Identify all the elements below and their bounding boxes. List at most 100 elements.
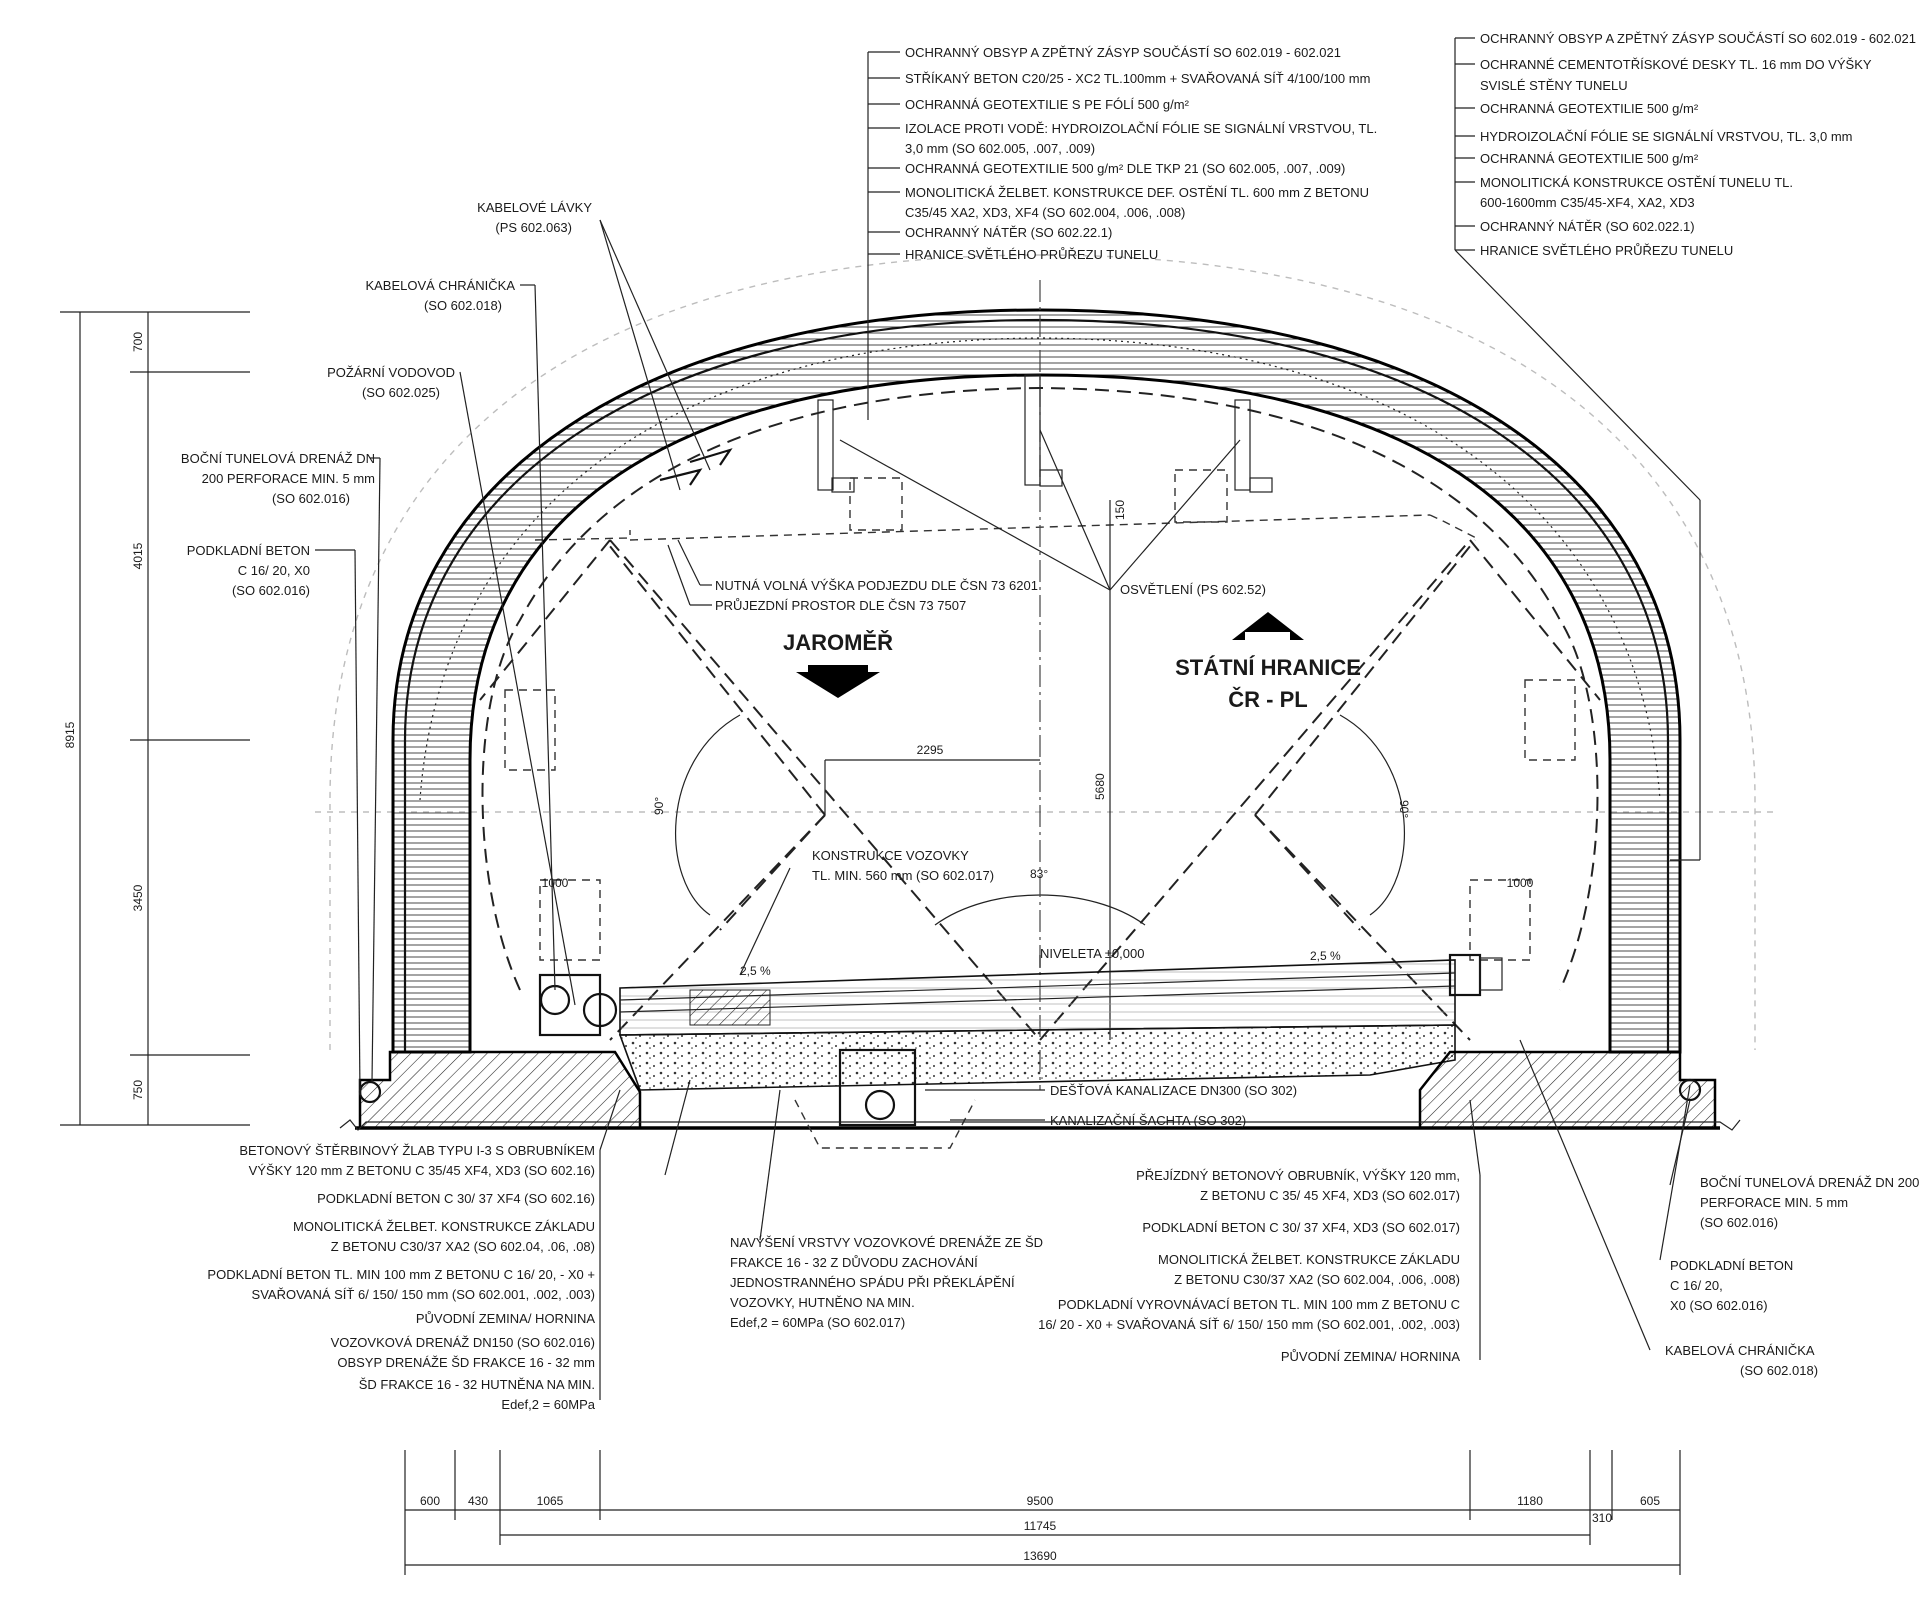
svg-text:9500: 9500 bbox=[1027, 1494, 1054, 1508]
bottom-dim-labels: 600 430 1065 9500 1180 605 310 11745 136… bbox=[420, 1494, 1660, 1563]
drainage-gravel-layer bbox=[618, 1024, 1456, 1091]
svg-text:600: 600 bbox=[420, 1494, 440, 1508]
label-dim-1000-right: 1000 bbox=[1507, 876, 1534, 890]
label-fire-main: POŽÁRNÍ VODOVOD bbox=[327, 365, 455, 380]
diagonal-right-down bbox=[1254, 814, 1361, 931]
svg-text:TL. MIN. 560 mm (SO 602.017): TL. MIN. 560 mm (SO 602.017) bbox=[812, 868, 994, 883]
leaders-bottom bbox=[599, 1039, 1691, 1400]
label-backfill: OCHRANNÝ OBSYP A ZPĚTNÝ ZÁSYP SOUČÁSTÍ S… bbox=[905, 45, 1341, 60]
angle-arc-left bbox=[675, 714, 741, 916]
arrow-up-border bbox=[1232, 612, 1304, 640]
svg-text:310: 310 bbox=[1592, 1511, 1612, 1525]
label-r-membrane: HYDROIZOLAČNÍ FÓLIE SE SIGNÁLNÍ VRSTVOU,… bbox=[1480, 129, 1853, 144]
label-required-headroom: NUTNÁ VOLNÁ VÝŠKA PODJEZDU DLE ČSN 73 62… bbox=[715, 578, 1038, 593]
diagonal-left-down bbox=[719, 814, 826, 931]
label-dim-1000-left: 1000 bbox=[542, 876, 569, 890]
svg-text:11745: 11745 bbox=[1024, 1519, 1057, 1533]
svg-text:JEDNOSTRANNÉHO SPÁDU PŘI PŘEKL: JEDNOSTRANNÉHO SPÁDU PŘI PŘEKLÁPĚNÍ bbox=[730, 1275, 1015, 1290]
label-coating: OCHRANNÝ NÁTĚR (SO 602.22.1) bbox=[905, 225, 1112, 240]
svg-text:MONOLITICKÁ ŽELBET. KONSTRUKCE: MONOLITICKÁ ŽELBET. KONSTRUKCE ZÁKLADU bbox=[293, 1219, 595, 1234]
svg-text:VÝŠKY 120 mm Z BETONU C 35/45: VÝŠKY 120 mm Z BETONU C 35/45 XF4, XD3 (… bbox=[249, 1163, 595, 1178]
label-r-boards-2: SVISLÉ STĚNY TUNELU bbox=[1480, 78, 1628, 93]
svg-text:PERFORACE MIN. 5 mm: PERFORACE MIN. 5 mm bbox=[1700, 1195, 1848, 1210]
label-waterproofing: IZOLACE PROTI VODĚ: HYDROIZOLAČNÍ FÓLIE … bbox=[905, 121, 1377, 136]
angle-arc-right bbox=[1339, 714, 1405, 916]
svg-text:C 16/ 20,: C 16/ 20, bbox=[1670, 1278, 1723, 1293]
foundation-right bbox=[1418, 1050, 1717, 1130]
drain-slot-box bbox=[689, 989, 771, 1026]
leaders-top-right bbox=[1454, 37, 1701, 861]
label-direction-jaromer: JAROMĚŘ bbox=[783, 630, 893, 655]
label-direction-cz-pl: ČR - PL bbox=[1228, 687, 1307, 712]
svg-text:(SO 602.018): (SO 602.018) bbox=[424, 298, 502, 313]
label-base-concrete: PODKLADNÍ BETON bbox=[187, 543, 310, 558]
label-dim-150: 150 bbox=[1113, 500, 1127, 520]
svg-text:200 PERFORACE MIN. 5 mm: 200 PERFORACE MIN. 5 mm bbox=[202, 471, 375, 486]
svg-text:(SO 602.016): (SO 602.016) bbox=[232, 583, 310, 598]
label-angle-right: 90° bbox=[1397, 800, 1411, 818]
svg-text:(SO 602.025): (SO 602.025) bbox=[362, 385, 440, 400]
bottom-right-labels: PŘEJÍZDNÝ BETONOVÝ OBRUBNÍK, VÝŠKY 120 m… bbox=[1038, 1168, 1460, 1364]
svg-text:NAVÝŠENÍ VRSTVY VOZOVKOVÉ DREN: NAVÝŠENÍ VRSTVY VOZOVKOVÉ DRENÁŽE ZE ŠD bbox=[730, 1235, 1043, 1250]
traffic-clearance-diamond bbox=[479, 539, 1601, 1041]
leaders-left bbox=[315, 219, 711, 1096]
label-pavement-construction: KONSTRUKCE VOZOVKY bbox=[812, 848, 969, 863]
svg-text:(SO 602.018): (SO 602.018) bbox=[1740, 1363, 1818, 1378]
svg-text:KABELOVÁ CHRÁNIČKA: KABELOVÁ CHRÁNIČKA bbox=[1665, 1343, 1815, 1358]
svg-text:(SO 602.016): (SO 602.016) bbox=[272, 491, 350, 506]
bottom-center-labels: NAVÝŠENÍ VRSTVY VOZOVKOVÉ DRENÁŽE ZE ŠD … bbox=[730, 1235, 1043, 1330]
label-r-geotextile-2: OCHRANNÁ GEOTEXTILIE 500 g/m² bbox=[1480, 151, 1699, 166]
label-r-clearance: HRANICE SVĚTLÉHO PRŮŘEZU TUNELU bbox=[1480, 243, 1733, 258]
svg-text:PŘEJÍZDNÝ BETONOVÝ OBRUBNÍK, V: PŘEJÍZDNÝ BETONOVÝ OBRUBNÍK, VÝŠKY 120 m… bbox=[1136, 1168, 1460, 1183]
svg-text:(PS 602.063): (PS 602.063) bbox=[495, 220, 572, 235]
leaders-top-center bbox=[867, 51, 900, 420]
svg-text:VOZOVKOVÁ DRENÁŽ DN150 (SO 602: VOZOVKOVÁ DRENÁŽ DN150 (SO 602.016) bbox=[331, 1335, 595, 1350]
svg-text:PODKLADNÍ BETON: PODKLADNÍ BETON bbox=[1670, 1258, 1793, 1273]
svg-text:13690: 13690 bbox=[1023, 1549, 1057, 1563]
label-lining-2: C35/45 XA2, XD3, XF4 (SO 602.004, .006, … bbox=[905, 205, 1185, 220]
left-drain-pipes bbox=[538, 973, 618, 1037]
svg-text:BETONOVÝ ŠTĚRBINOVÝ ŽLAB TYPU: BETONOVÝ ŠTĚRBINOVÝ ŽLAB TYPU I-3 S OBRU… bbox=[239, 1143, 595, 1158]
svg-text:PODKLADNÍ BETON TL. MIN 100 mm: PODKLADNÍ BETON TL. MIN 100 mm Z BETONU … bbox=[207, 1267, 595, 1282]
label-slope-left: 2,5 % bbox=[740, 964, 771, 978]
svg-text:PODKLADNÍ VYROVNÁVACÍ BETON TL: PODKLADNÍ VYROVNÁVACÍ BETON TL. MIN 100 … bbox=[1058, 1297, 1460, 1312]
svg-text:Z BETONU C 35/ 45 XF4, XD3 (SO: Z BETONU C 35/ 45 XF4, XD3 (SO 602.017) bbox=[1200, 1188, 1460, 1203]
lighting-fixtures bbox=[817, 374, 1273, 591]
svg-text:4015: 4015 bbox=[131, 542, 145, 569]
label-side-drain: BOČNÍ TUNELOVÁ DRENÁŽ DN bbox=[181, 451, 375, 466]
label-slope-right: 2,5 % bbox=[1310, 949, 1341, 963]
rainwater-sewer bbox=[794, 1048, 976, 1149]
svg-text:FRAKCE 16 - 32 Z DŮVODU ZACHOV: FRAKCE 16 - 32 Z DŮVODU ZACHOVÁNÍ bbox=[730, 1255, 978, 1270]
label-angle-left: 90° bbox=[652, 797, 666, 815]
svg-text:3450: 3450 bbox=[131, 884, 145, 911]
left-labels: KABELOVÉ LÁVKY (PS 602.063) KABELOVÁ CHR… bbox=[181, 200, 592, 598]
svg-text:PŮVODNÍ ZEMINA/ HORNINA: PŮVODNÍ ZEMINA/ HORNINA bbox=[1281, 1349, 1460, 1364]
label-direction-border: STÁTNÍ HRANICE bbox=[1175, 655, 1361, 680]
label-traffic-clearance: PRŮJEZDNÍ PROSTOR DLE ČSN 73 7507 bbox=[715, 598, 966, 613]
svg-text:ŠD FRAKCE 16 - 32 HUTNĚNA NA M: ŠD FRAKCE 16 - 32 HUTNĚNA NA MIN. bbox=[359, 1377, 595, 1392]
svg-text:700: 700 bbox=[131, 332, 145, 352]
svg-text:PODKLADNÍ BETON C 30/ 37 XF4,: PODKLADNÍ BETON C 30/ 37 XF4, XD3 (SO 60… bbox=[1142, 1220, 1460, 1235]
upper-left-diagonal bbox=[604, 539, 826, 816]
right-niche-box bbox=[1469, 879, 1531, 961]
label-r-boards: OCHRANNÉ CEMENTOTŘÍSKOVÉ DESKY TL. 16 mm… bbox=[1480, 57, 1872, 72]
ground-line bbox=[339, 1119, 1741, 1131]
cable-trays bbox=[504, 448, 1576, 771]
label-lighting: OSVĚTLENÍ (PS 602.52) bbox=[1120, 582, 1266, 597]
lining-gravel-band bbox=[419, 337, 1661, 801]
label-r-lining-2: 600-1600mm C35/45-XF4, XA2, XD3 bbox=[1480, 195, 1695, 210]
label-geotextile-tkp: OCHRANNÁ GEOTEXTILIE 500 g/m² DLE TKP 21… bbox=[905, 161, 1345, 176]
left-niche-box bbox=[539, 879, 601, 961]
clearance-profile bbox=[534, 514, 1481, 541]
svg-text:SVAŘOVANÁ SÍŤ 6/ 150/ 150 mm (: SVAŘOVANÁ SÍŤ 6/ 150/ 150 mm (SO 602.001… bbox=[252, 1287, 595, 1302]
top-right-labels: OCHRANNÝ OBSYP A ZPĚTNÝ ZÁSYP SOUČÁSTÍ S… bbox=[1480, 31, 1916, 258]
svg-text:PŮVODNÍ ZEMINA/ HORNINA: PŮVODNÍ ZEMINA/ HORNINA bbox=[416, 1311, 595, 1326]
label-dim-5680: 5680 bbox=[1093, 773, 1107, 800]
label-grade-line: NIVELETA ±0,000 bbox=[1040, 946, 1144, 961]
label-dim-8915: 8915 bbox=[63, 721, 77, 748]
arrow-down-jaromer bbox=[796, 665, 880, 698]
svg-text:750: 750 bbox=[131, 1080, 145, 1100]
top-center-labels: OCHRANNÝ OBSYP A ZPĚTNÝ ZÁSYP SOUČÁSTÍ S… bbox=[905, 45, 1377, 262]
backfill-envelope bbox=[329, 254, 1756, 1050]
